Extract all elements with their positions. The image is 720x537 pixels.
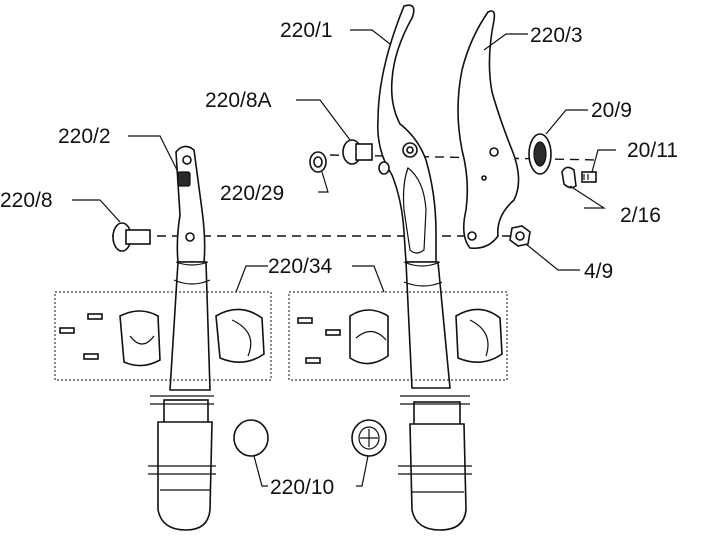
label-2-16: 2/16	[620, 204, 661, 227]
screw-20-11	[581, 171, 597, 183]
leader-220-2	[128, 135, 179, 173]
clip-kit-right-parts	[297, 308, 503, 365]
leader-220-8A	[296, 99, 351, 141]
label-220-1: 220/1	[280, 19, 333, 42]
leader-2-16	[569, 185, 607, 209]
leader-20-11	[591, 149, 616, 173]
washer-small	[378, 161, 390, 175]
spacer-220-29	[309, 151, 327, 173]
label-220-8A: 220/8A	[205, 89, 272, 112]
end-cap-screw-220-10	[351, 419, 387, 457]
lever-2-16	[561, 166, 577, 189]
leader-4-9	[525, 243, 580, 271]
leader-220-10-left	[253, 455, 268, 487]
clip-kit-box-left	[54, 291, 272, 381]
label-220-3: 220/3	[530, 24, 583, 47]
gear-20-9	[528, 133, 552, 175]
label-220-29: 220/29	[220, 182, 284, 205]
label-220-8: 220/8	[0, 189, 53, 212]
nut-4-9	[509, 225, 531, 247]
bolt-220-8	[112, 222, 151, 252]
end-cap-plain-220-10	[233, 419, 269, 457]
label-220-2: 220/2	[58, 125, 111, 148]
clip-kit-box-right	[288, 291, 508, 381]
left-handle-220-2	[148, 145, 216, 531]
leader-220-3	[483, 33, 528, 51]
label-4-9: 4/9	[584, 260, 613, 283]
label-20-9: 20/9	[591, 99, 632, 122]
leader-220-34-right	[352, 265, 385, 293]
leader-220-29	[318, 171, 329, 193]
leader-20-9	[545, 109, 588, 135]
label-220-34: 220/34	[268, 255, 333, 278]
clip-kit-left-parts	[59, 308, 265, 367]
label-20-11: 20/11	[627, 139, 678, 162]
bolt-220-8A	[342, 139, 373, 165]
leader-220-10-right	[356, 455, 369, 487]
leader-220-1	[350, 29, 391, 45]
leader-220-34-left	[235, 265, 268, 293]
label-220-10: 220/10	[270, 476, 334, 499]
right-handle-blade-220-1	[376, 4, 472, 531]
anvil-blade-220-3	[457, 10, 520, 250]
leader-220-8	[72, 199, 121, 223]
